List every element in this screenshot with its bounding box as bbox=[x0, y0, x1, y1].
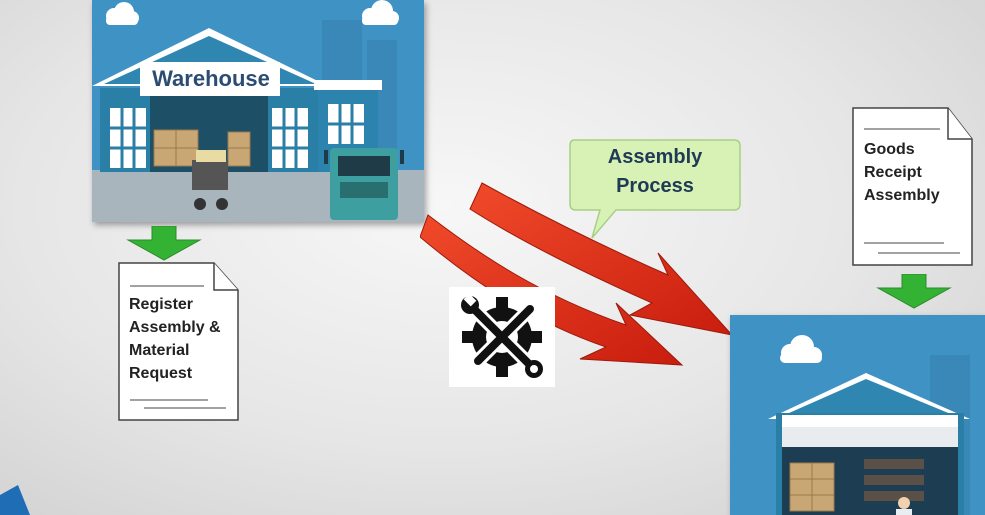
cloud-icon bbox=[780, 335, 822, 363]
doc-line: Receipt bbox=[864, 164, 922, 181]
green-down-arrow-icon bbox=[876, 274, 952, 309]
document-register-text: Register Assembly & Material Request bbox=[129, 293, 221, 385]
warehouse-illustration: Warehouse bbox=[92, 0, 424, 222]
doc-line: Register bbox=[129, 296, 194, 313]
callout-line: Assembly bbox=[607, 146, 703, 168]
doc-line: Request bbox=[129, 365, 193, 382]
gear-wrench-screwdriver-icon bbox=[461, 293, 543, 378]
document-goods-receipt-text: Goods Receipt Assembly bbox=[864, 138, 940, 207]
document-goods-receipt-icon bbox=[852, 107, 973, 266]
red-arrow-upper bbox=[469, 182, 734, 336]
doc-line: Goods bbox=[864, 141, 915, 158]
doc-line: Assembly & bbox=[129, 319, 221, 336]
cloud-icon bbox=[362, 0, 399, 25]
warehouse-scene bbox=[92, 0, 424, 222]
doc-line: Assembly bbox=[864, 187, 940, 204]
tools-icon-box bbox=[449, 287, 555, 387]
assembly-warehouse-illustration bbox=[730, 315, 985, 515]
warehouse-sign: Warehouse bbox=[152, 66, 270, 91]
corner-decoration bbox=[0, 485, 30, 515]
red-process-arrows bbox=[420, 182, 734, 366]
callout-text: Assembly Process bbox=[575, 143, 735, 201]
speech-callout bbox=[569, 139, 741, 239]
document-register-icon bbox=[118, 262, 239, 421]
red-arrow-lower bbox=[420, 214, 684, 366]
green-down-arrow-icon bbox=[126, 226, 202, 261]
assembly-warehouse-scene bbox=[730, 315, 985, 515]
doc-line: Material bbox=[129, 342, 190, 359]
callout-line: Process bbox=[616, 175, 694, 197]
cloud-icon bbox=[106, 2, 139, 25]
